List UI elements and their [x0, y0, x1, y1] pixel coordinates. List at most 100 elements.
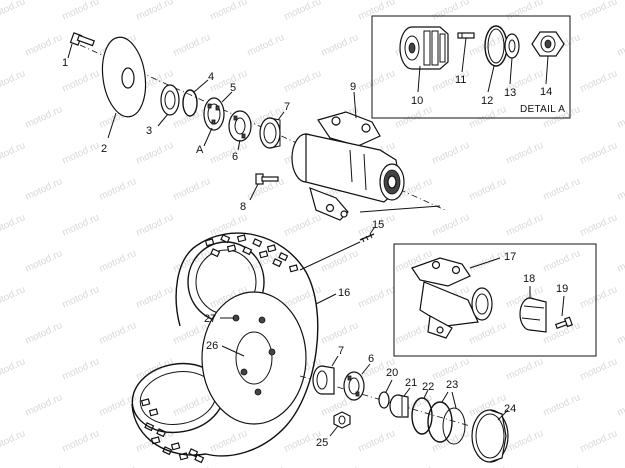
part-8-shape [255, 173, 279, 185]
watermark-text: motod.ru [0, 212, 27, 239]
tread-lug [148, 408, 159, 417]
watermark-text: motod.ru [357, 284, 397, 311]
watermark-text: motod.ru [209, 0, 249, 23]
callout-8: 8 [240, 201, 246, 213]
watermark-text: motod.ru [172, 392, 212, 419]
tread-lug [140, 398, 151, 407]
part-16-shape [131, 232, 319, 464]
watermark-text: motod.ru [505, 356, 545, 383]
tread-lug [288, 264, 299, 273]
callout-7-lower: 7 [338, 345, 344, 357]
part-22-shape [411, 397, 433, 435]
callout-18: 18 [523, 273, 535, 285]
watermark-text: motod.ru [135, 284, 175, 311]
watermark-text: motod.ru [246, 464, 286, 468]
watermark-text: motod.ru [98, 464, 138, 468]
watermark-text: motod.ru [135, 0, 175, 23]
spindle-inset-frame [393, 243, 597, 357]
tread-lug [252, 238, 263, 248]
tread-lug [170, 442, 181, 451]
part-5-shape [203, 97, 225, 131]
watermark-text: motod.ru [246, 32, 286, 59]
watermark-text: motod.ru [616, 176, 625, 203]
watermark-text: motod.ru [616, 392, 625, 419]
letter-a: A [196, 144, 204, 156]
callout-21: 21 [405, 377, 417, 389]
watermark-text: motod.ru [616, 248, 625, 275]
tread-lug [258, 250, 269, 259]
detail-a-caption: DETAIL A [520, 104, 565, 115]
watermark-text: motod.ru [468, 248, 508, 275]
part-24-shape [471, 409, 509, 463]
callout-7: 7 [284, 101, 290, 113]
watermark-text: motod.ru [505, 140, 545, 167]
tread-lug [242, 246, 253, 256]
watermark-text: motod.ru [98, 320, 138, 347]
watermark-text: motod.ru [283, 212, 323, 239]
part-20-shape [378, 391, 390, 409]
tread-lug [266, 244, 277, 253]
callout-24: 24 [504, 403, 516, 415]
tire-wheel-assembly: 16 27 26 7 6 20 [131, 232, 516, 464]
watermark-text: motod.ru [209, 212, 249, 239]
watermark-text: motod.ru [61, 356, 101, 383]
watermark-text: motod.ru [0, 428, 27, 455]
part-23-shape [427, 401, 453, 443]
watermark-text: motod.ru [542, 248, 582, 275]
watermark-text: motod.ru [468, 176, 508, 203]
part-11-shape [457, 32, 475, 39]
watermark-text: motod.ru [579, 0, 619, 23]
watermark-text: motod.ru [135, 356, 175, 383]
watermark-text: motod.ru [320, 320, 360, 347]
watermark-text: motod.ru [394, 320, 434, 347]
callout-23: 23 [446, 379, 458, 391]
watermark-text: motod.ru [394, 104, 434, 131]
part-12-inner [487, 28, 505, 64]
callout-25: 25 [316, 437, 328, 449]
watermark-text: motod.ru [61, 284, 101, 311]
watermark-text: motod.ru [209, 68, 249, 95]
part-2-shape [101, 36, 147, 118]
part-17-shape [411, 257, 493, 339]
watermark-text: motod.ru [616, 320, 625, 347]
watermark-text: motod.ru [357, 428, 397, 455]
detail-a-inset: 11 10 12 13 14 DETAIL A [371, 15, 571, 119]
watermark-text: motod.ru [283, 0, 323, 23]
watermark-text: motod.ru [431, 212, 471, 239]
watermark-text: motod.ru [209, 140, 249, 167]
watermark-text: motod.ru [61, 428, 101, 455]
tread-lug [226, 244, 237, 253]
watermark-text: motod.ru [579, 140, 619, 167]
watermark-text: motod.ru [505, 212, 545, 239]
watermark-text: motod.ru [0, 68, 27, 95]
watermark-text: motod.ru [98, 176, 138, 203]
watermark-text: motod.ru [468, 104, 508, 131]
watermark-text: motod.ru [283, 68, 323, 95]
part-21-shape [389, 394, 409, 418]
part-23-shape-b [442, 407, 466, 445]
watermark-text: motod.ru [616, 464, 625, 468]
watermark-text: motod.ru [616, 32, 625, 59]
watermark-text: motod.ru [320, 248, 360, 275]
watermark-text: motod.ru [172, 176, 212, 203]
watermark-text: motod.ru [579, 284, 619, 311]
callout-6-lower: 6 [368, 353, 374, 365]
watermark-text: motod.ru [357, 0, 397, 23]
watermark-text: motod.ru [431, 140, 471, 167]
part-6-shape [228, 110, 252, 142]
watermark-text: motod.ru [542, 392, 582, 419]
callout-9: 9 [350, 81, 356, 93]
watermark-text: motod.ru [320, 464, 360, 468]
watermark-text: motod.ru [24, 176, 64, 203]
part-1-shape [69, 32, 95, 47]
tread-lug [278, 252, 289, 262]
watermark-text: motod.ru [61, 68, 101, 95]
part-6-lower-shape [343, 371, 365, 401]
watermark-text: motod.ru [579, 68, 619, 95]
part-7-shape [259, 117, 281, 149]
callout-19: 19 [556, 283, 568, 295]
callout-16: 16 [338, 287, 350, 299]
watermark-text: motod.ru [505, 0, 545, 23]
callout-14: 14 [540, 86, 552, 98]
watermark-text: motod.ru [24, 392, 64, 419]
